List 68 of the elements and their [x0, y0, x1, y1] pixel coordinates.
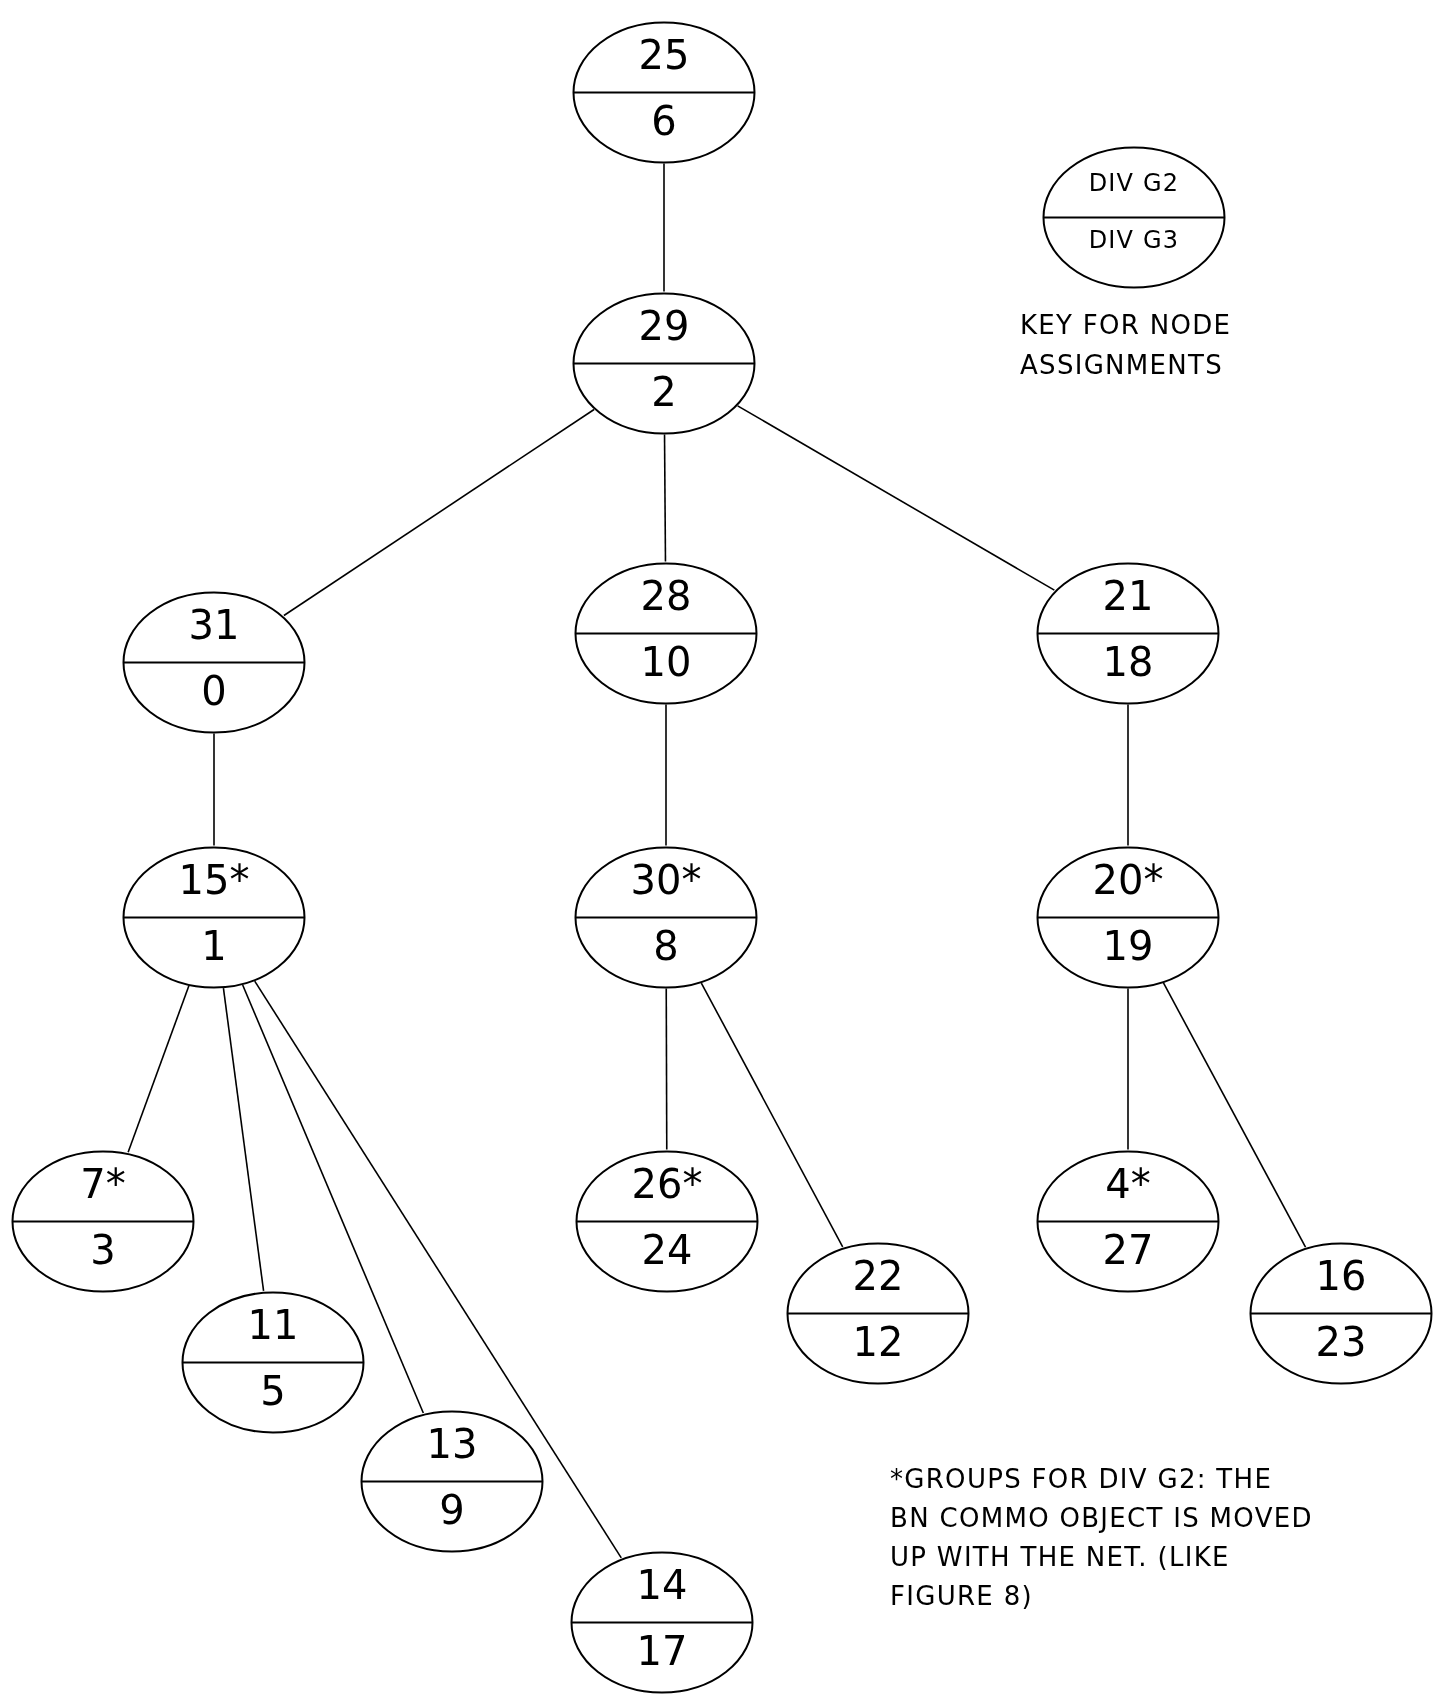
lower-value: 8: [653, 925, 679, 966]
upper-value: 22: [852, 1255, 904, 1296]
lower-value: 3: [90, 1229, 116, 1270]
upper-value: 15*: [178, 859, 250, 900]
lower-value: 6: [651, 100, 677, 141]
connector-line: [222, 987, 265, 1292]
split-ellipse-node: [1249, 1241, 1433, 1385]
upper-value: 7*: [80, 1163, 126, 1204]
upper-value: 4*: [1105, 1163, 1151, 1204]
split-ellipse-node: [122, 590, 306, 734]
connector-line: [1127, 703, 1129, 847]
key-caption: KEY FOR NODE ASSIGNMENTS: [1020, 309, 1233, 383]
upper-value: 31: [188, 604, 240, 645]
upper-value: 13: [426, 1423, 478, 1464]
split-ellipse-node: [122, 845, 306, 989]
split-ellipse-node: [1042, 145, 1226, 289]
upper-value: 29: [638, 305, 690, 346]
lower-value: 18: [1102, 641, 1154, 682]
upper-value: 16: [1315, 1255, 1367, 1296]
upper-value: DIV G2: [1088, 170, 1180, 195]
connector-line: [663, 433, 667, 563]
connector-line: [127, 985, 190, 1153]
connector-line: [665, 987, 668, 1151]
split-ellipse-node: [572, 291, 756, 435]
connector-line: [283, 408, 595, 617]
upper-value: 25: [638, 34, 690, 75]
upper-value: 21: [1102, 575, 1154, 616]
connector-line: [241, 984, 425, 1414]
connector-line: [213, 732, 215, 847]
connector-line: [1127, 987, 1129, 1151]
lower-value: DIV G3: [1088, 227, 1180, 252]
split-ellipse-node: [360, 1409, 544, 1553]
lower-value: 1: [201, 925, 227, 966]
lower-value: 24: [641, 1229, 693, 1270]
split-ellipse-node: [575, 1149, 759, 1293]
connector-line: [665, 703, 667, 847]
lower-value: 12: [852, 1321, 904, 1362]
lower-value: 2: [651, 371, 677, 412]
split-ellipse-node: [786, 1241, 970, 1385]
lower-value: 19: [1102, 925, 1154, 966]
split-ellipse-node: [574, 561, 758, 705]
lower-value: 9: [439, 1489, 465, 1530]
split-ellipse-node: [570, 1550, 754, 1694]
split-ellipse-node: [574, 845, 758, 989]
lower-value: 0: [201, 670, 227, 711]
upper-value: 11: [247, 1304, 299, 1345]
split-ellipse-node: [1036, 845, 1220, 989]
split-ellipse-node: [1036, 1149, 1220, 1293]
connector-line: [663, 162, 665, 293]
split-ellipse-node: [572, 20, 756, 164]
connector-line: [736, 405, 1056, 591]
split-ellipse-node: [181, 1290, 365, 1434]
upper-value: 26*: [631, 1163, 703, 1204]
lower-value: 27: [1102, 1229, 1154, 1270]
lower-value: 5: [260, 1370, 286, 1411]
lower-value: 17: [636, 1630, 688, 1671]
connector-line: [700, 982, 844, 1248]
connector-line: [1162, 982, 1307, 1248]
connector-line: [253, 980, 623, 1559]
upper-value: 14: [636, 1564, 688, 1605]
split-ellipse-node: [1036, 561, 1220, 705]
lower-value: 23: [1315, 1321, 1367, 1362]
footnote-text: *GROUPS FOR DIV G2: THE BN COMMO OBJECT IS MOVED UP WITH THE NET. (LIKE FIGURE 8): [890, 1463, 1314, 1613]
lower-value: 10: [640, 641, 692, 682]
upper-value: 20*: [1092, 859, 1164, 900]
upper-value: 28: [640, 575, 692, 616]
split-ellipse-node: [11, 1149, 195, 1293]
upper-value: 30*: [630, 859, 702, 900]
